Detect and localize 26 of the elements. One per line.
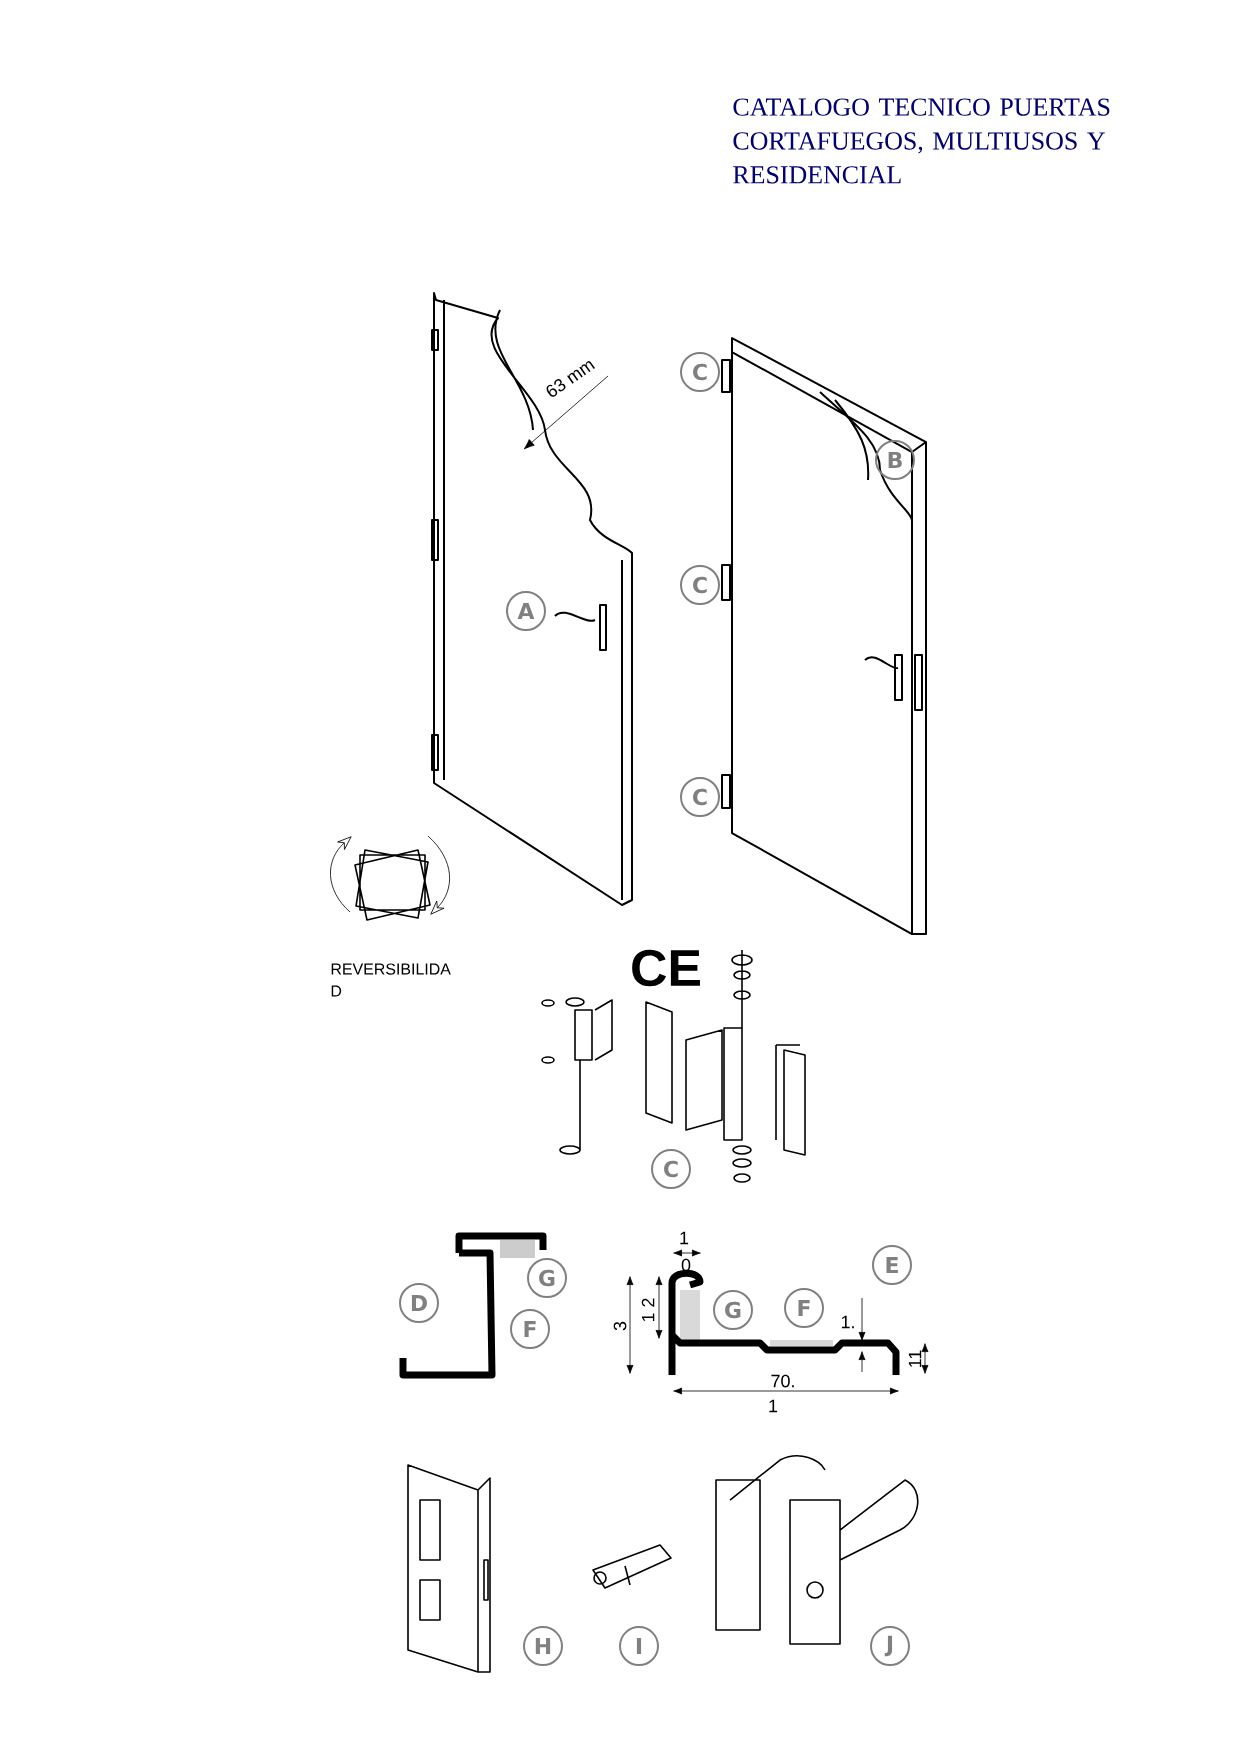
dimension-label: 1	[680, 1231, 689, 1245]
callout-letter: C	[651, 1149, 691, 1189]
callout-letter: F	[510, 1309, 550, 1349]
callout-letter: F	[784, 1288, 824, 1328]
dimension-label: 63 mm	[546, 361, 595, 397]
caption: REVERSIBILIDA D	[331, 963, 451, 997]
callout-letter: D	[399, 1283, 439, 1323]
dimension-label: 1.	[841, 1315, 854, 1329]
dimension-label: 1 2	[641, 1298, 655, 1322]
dimension-label: 3	[613, 1321, 627, 1331]
callout-letter: J	[870, 1626, 910, 1666]
dimension-label: 1	[769, 1399, 778, 1413]
callout-letter: C	[680, 565, 720, 605]
ce-mark: CE	[632, 949, 700, 987]
callout-letter: C	[680, 352, 720, 392]
callout-letter: G	[527, 1258, 567, 1298]
callout-letter: H	[523, 1626, 563, 1666]
title: CATALOGO TECNICO PUERTAS CORTAFUEGOS, MULTIUSOS Y RESIDENCIAL	[733, 98, 1110, 184]
callout-letter: I	[619, 1626, 659, 1666]
dimension-label: 70.	[771, 1374, 794, 1388]
dimension-label: 11	[908, 1350, 922, 1367]
callout-letter: B	[875, 440, 915, 480]
callout-letter: E	[872, 1245, 912, 1285]
callout-letter: G	[713, 1290, 753, 1330]
callout-letter: A	[506, 591, 546, 631]
callout-letter: C	[680, 777, 720, 817]
